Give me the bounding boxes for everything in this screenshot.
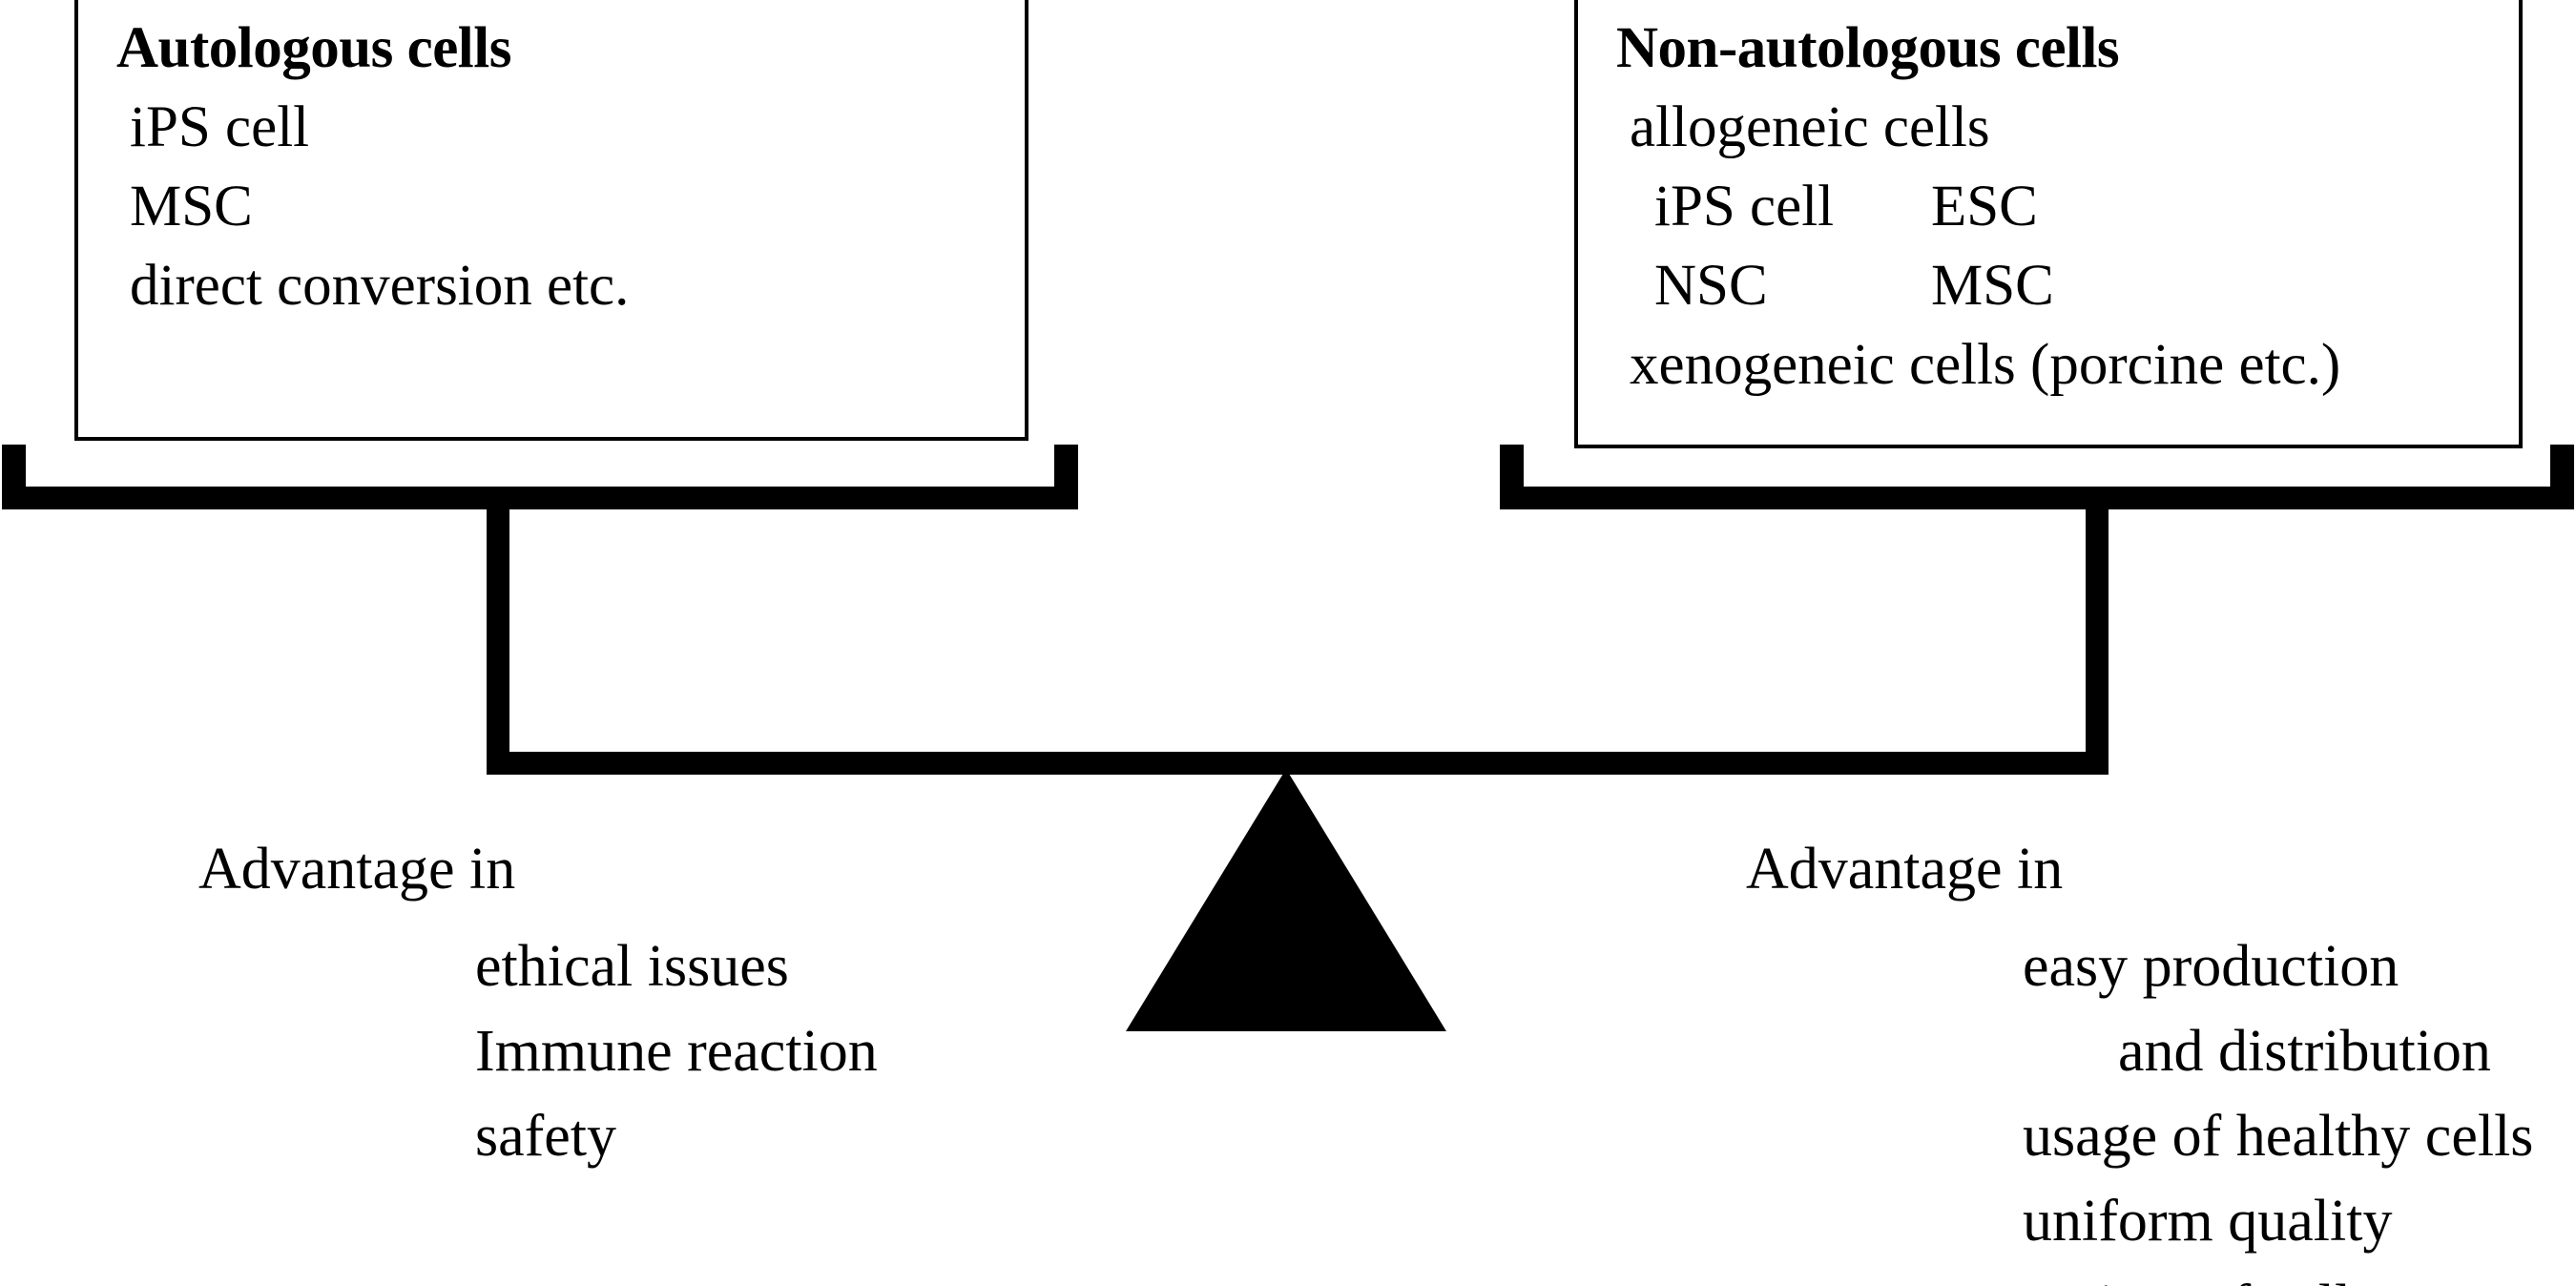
- right-advantage-variety-of-cell-source: variety of cell source: [1746, 1276, 2533, 1286]
- left-advantage-safety: safety: [475, 1104, 617, 1169]
- allogeneic-item-msc: MSC: [1931, 254, 2054, 318]
- right-advantage-usage-of-healthy-cells: usage of healthy cells: [2023, 1104, 2534, 1169]
- right-hanger-bar: [1500, 487, 2574, 509]
- autologous-cells-box: Autologous cells iPS cell MSC direct con…: [74, 0, 1028, 441]
- allogeneic-row-1: iPS cell ESC: [1578, 177, 2519, 236]
- non-autologous-box-content: Non-autologous cells allogeneic cells iP…: [1578, 0, 2519, 394]
- left-advantages-heading: Advantage in: [198, 837, 516, 902]
- non-autologous-box-title: Non-autologous cells: [1616, 16, 2120, 80]
- left-advantages-block: Advantage in ethical issues Immune react…: [198, 840, 878, 1192]
- left-advantage-ethical-issues: ethical issues: [475, 934, 789, 999]
- allogeneic-item-nsc: NSC: [1654, 254, 1768, 318]
- right-balance-post: [2086, 506, 2109, 775]
- non-autologous-item-xenogeneic-cells: xenogeneic cells (porcine etc.): [1630, 333, 2341, 397]
- autologous-box-content: Autologous cells iPS cell MSC direct con…: [78, 0, 1025, 315]
- autologous-item-ips-cell: iPS cell: [130, 95, 310, 159]
- allogeneic-row-2: NSC MSC: [1578, 257, 2519, 315]
- allogeneic-item-esc: ESC: [1931, 175, 2038, 239]
- autologous-item-direct-conversion: direct conversion etc.: [130, 254, 630, 318]
- autologous-item-msc: MSC: [130, 175, 253, 239]
- left-balance-post: [487, 506, 509, 775]
- non-autologous-cells-box: Non-autologous cells allogeneic cells iP…: [1574, 0, 2523, 448]
- fulcrum-triangle-icon: [1126, 769, 1446, 1031]
- right-advantages-heading: Advantage in: [1746, 837, 2064, 902]
- right-advantages-block: Advantage in easy production and distrib…: [1746, 840, 2533, 1286]
- right-advantage-uniform-quality: uniform quality: [2023, 1189, 2393, 1254]
- right-advantage-easy-production: easy production: [2023, 934, 2399, 999]
- left-hanger-bar: [2, 487, 1078, 509]
- non-autologous-item-allogeneic-cells: allogeneic cells: [1630, 95, 1990, 159]
- autologous-box-title: Autologous cells: [116, 16, 511, 80]
- left-advantage-immune-reaction: Immune reaction: [475, 1019, 878, 1084]
- right-advantage-and-distribution: and distribution: [2118, 1019, 2491, 1084]
- allogeneic-item-ips-cell: iPS cell: [1654, 175, 1835, 239]
